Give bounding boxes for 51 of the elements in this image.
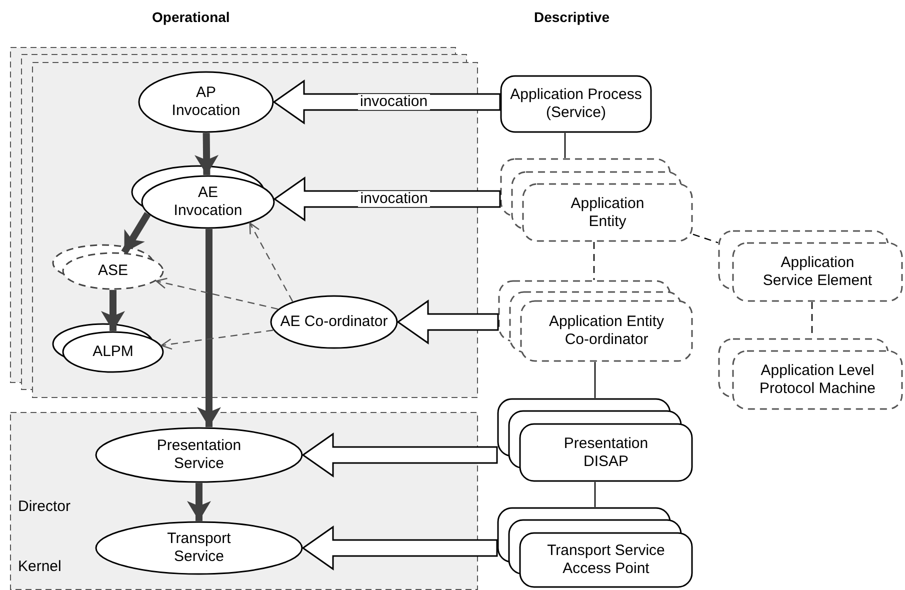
column-heading: Operational — [152, 9, 230, 25]
process-ellipse — [52, 323, 164, 373]
node-label: Transport Service — [166, 529, 232, 567]
dashed-arrow — [160, 330, 274, 350]
block-arrow — [396, 300, 499, 344]
layer-panel — [10, 47, 478, 398]
thick-arrow — [121, 212, 151, 254]
process-ellipse — [131, 165, 275, 229]
node-label: AP Invocation — [170, 83, 242, 121]
thick-arrow — [101, 290, 125, 331]
node-label: Transport Service Access Point — [546, 541, 666, 579]
connector-line — [594, 482, 596, 507]
connector-line — [594, 362, 596, 398]
node-label: AE Co-ordinator — [279, 312, 389, 332]
thick-arrow — [197, 229, 221, 428]
node-label: Application Entity Co-ordinator — [548, 312, 666, 350]
process-ellipse — [138, 71, 274, 133]
process-ellipse — [270, 295, 398, 349]
layer-panel — [10, 412, 478, 590]
node-label: Presentation DISAP — [562, 434, 650, 472]
node-label: Application Level Protocol Machine — [758, 361, 876, 399]
node-label: AE Invocation — [172, 183, 244, 221]
connector-line — [692, 234, 718, 244]
layer-label: Kernel — [18, 558, 62, 576]
block-arrow — [302, 526, 498, 570]
process-ellipse — [95, 521, 303, 575]
dashed-arrow — [249, 222, 294, 302]
node-label: ALPM — [92, 342, 134, 362]
node-label: Application Service Element — [762, 253, 874, 291]
process-ellipse — [52, 244, 164, 290]
node-label: ASE — [96, 261, 129, 281]
node-label: Presentation Service — [156, 436, 242, 474]
thick-arrow — [187, 483, 211, 521]
concept-box — [498, 280, 693, 362]
block-arrow — [302, 432, 498, 478]
process-ellipse — [95, 427, 303, 483]
concept-box — [500, 75, 652, 133]
connector-line — [564, 133, 566, 158]
node-label: Application Process (Service) — [509, 85, 643, 123]
concept-box — [718, 338, 903, 410]
concept-box — [497, 507, 693, 588]
concept-box — [500, 158, 693, 242]
edge-label: invocation — [358, 191, 430, 207]
edge-label: invocation — [358, 94, 430, 110]
dashed-arrow — [156, 278, 278, 310]
connector-line — [593, 242, 595, 280]
column-heading: Descriptive — [534, 9, 610, 25]
concept-box — [718, 230, 903, 302]
concept-box — [497, 398, 693, 482]
node-label: Application Entity — [570, 194, 646, 232]
layer-label: Director — [18, 498, 71, 516]
